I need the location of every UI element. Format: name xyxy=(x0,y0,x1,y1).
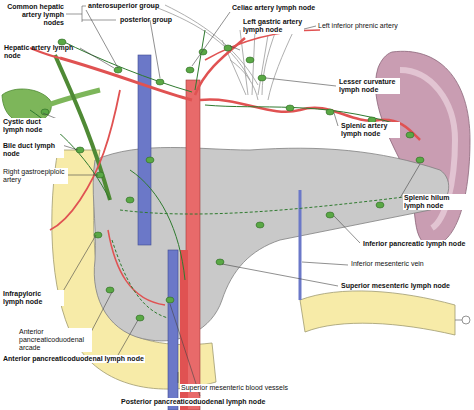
anatomy-label: Bile duct lymph node xyxy=(2,142,64,158)
anatomy-label: Anterior pancreaticoduodenal lymph node xyxy=(2,355,145,363)
anatomy-label: Inferior pancreatic lymph node xyxy=(362,240,466,248)
anatomy-label: Common hepatic artery lymph nodes xyxy=(2,3,64,27)
anatomy-label: anterosuperior group xyxy=(88,2,159,10)
anatomy-label: Infrapyloric lymph node xyxy=(2,290,64,306)
leader-lines xyxy=(43,10,420,396)
anatomy-label: Superior mesenteric blood vessels xyxy=(180,384,289,392)
anatomy-label: Lesser curvature lymph node xyxy=(338,78,400,94)
anatomy-label: Splenic hilum lymph node xyxy=(403,194,471,210)
anatomy-label: Inferior mesenteric vein xyxy=(350,260,425,268)
anatomy-label: posterior group xyxy=(120,16,172,24)
anatomy-label: Superior mesenteric lymph node xyxy=(340,282,451,290)
anatomy-label: Left gastric artery lymph node xyxy=(242,18,304,34)
anatomy-label: Splenic artery lymph node xyxy=(340,122,400,138)
anatomy-label: Right gastroepiploic artery xyxy=(2,168,68,184)
anatomy-label: Celiac artery lymph node xyxy=(232,4,315,12)
anatomy-label: Left inferior phrenic artery xyxy=(318,22,398,30)
anatomy-label: Hepatic artery lymph node xyxy=(4,44,84,60)
lymph-node-dots xyxy=(41,39,424,321)
anatomy-label: Posterior pancreaticoduodenal lymph node xyxy=(120,398,266,406)
anatomy-label: Cystic duct lymph node xyxy=(2,118,64,134)
anatomy-label: Anterior pancreaticoduodenal arcade xyxy=(18,328,92,352)
